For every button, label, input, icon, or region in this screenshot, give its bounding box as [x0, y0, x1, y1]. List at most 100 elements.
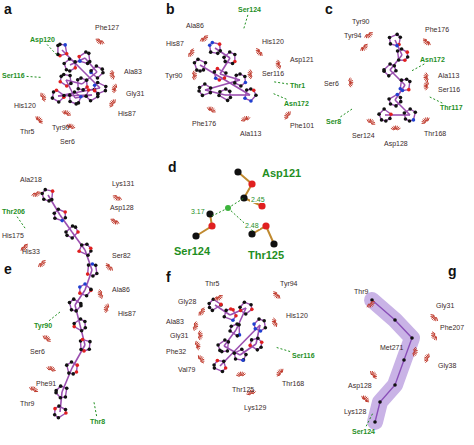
ligand-bond [372, 300, 412, 422]
ligand-atom [89, 288, 93, 292]
hbond-line [366, 414, 372, 426]
ligand-atom [73, 90, 77, 94]
hydrophobic-contact [202, 36, 205, 38]
ligand-atom [57, 416, 61, 420]
hydrophobic-contact [114, 85, 116, 88]
ligand-atom [388, 62, 392, 66]
ligand-atom [77, 55, 81, 59]
residue-label: Phe101 [290, 122, 314, 129]
ligand-atom [40, 192, 44, 196]
hydrophobic-contact [192, 74, 193, 77]
residue-label: Ser6 [324, 80, 339, 87]
residue-label: Phe176 [425, 26, 449, 33]
hydrophobic-contact [110, 75, 113, 77]
hydrophobic-contact [37, 120, 39, 123]
residue-atom [192, 232, 199, 239]
residue-label: Ala86 [186, 22, 204, 29]
hydrophobic-contact [424, 78, 427, 79]
hydrophobic-contact [259, 50, 261, 53]
hydrophobic-contact [429, 42, 430, 45]
hbond-line [430, 97, 443, 103]
residue-label: Ser8 [326, 118, 341, 125]
ligand-atom [57, 100, 61, 104]
ligand-atom [232, 351, 236, 355]
ligand-atom [382, 107, 386, 111]
hydrophobic-contact [199, 332, 202, 334]
ligand-atom [223, 338, 227, 342]
ligand-atom [88, 340, 92, 344]
ligand-atom [252, 89, 256, 93]
residue-label: Gly28 [178, 298, 196, 305]
residue-label: Ala218 [20, 176, 42, 183]
hydrophobic-contact [29, 387, 31, 390]
ligand-atom [63, 43, 67, 47]
ligand-atom [85, 78, 89, 82]
ligand-atom [104, 89, 108, 93]
ligand-atom [243, 300, 247, 304]
ligand-atom [233, 81, 237, 85]
hydrophobic-contact [370, 304, 371, 307]
hydrophobic-contact [119, 197, 120, 200]
ligand-atom [79, 317, 83, 321]
ligand-atom [370, 298, 374, 302]
ligand-atom [388, 117, 392, 121]
hydrophobic-contact [362, 45, 365, 47]
hydrophobic-contact [214, 297, 216, 300]
ligand-atom [43, 188, 47, 192]
hydrophobic-contact [369, 122, 372, 124]
hydrophobic-contact [414, 349, 417, 351]
residue-label: Lys128 [344, 408, 366, 415]
hydrophobic-contact [104, 310, 107, 312]
ligand-atom [400, 47, 404, 51]
ligand-atom [253, 327, 257, 331]
hydrophobic-contact [104, 309, 107, 310]
ligand-atom [78, 285, 82, 289]
ligand-atom [254, 94, 258, 98]
hydrophobic-contact [199, 359, 201, 362]
residue-atom [208, 222, 215, 229]
ligand-atom [248, 344, 252, 348]
hydrophobic-contact [106, 304, 108, 307]
ligand-atom [222, 360, 226, 364]
hydrophobic-contact [349, 84, 351, 87]
residue-label: Met271 [380, 344, 403, 351]
hydrophobic-contact [190, 53, 192, 56]
ligand-atom [243, 75, 247, 79]
ligand-atom [53, 216, 57, 220]
ligand-atom [389, 42, 393, 46]
ligand-ring [214, 69, 226, 80]
residue-atom [206, 210, 213, 217]
ligand-atom [242, 358, 246, 362]
ligand-atom [410, 336, 414, 340]
ligand-atom [224, 366, 228, 370]
hydrophobic-contact [41, 96, 43, 99]
ligand-bond [72, 232, 85, 250]
ligand-atom [393, 383, 397, 387]
ligand-atom [217, 94, 221, 98]
ligand-atom [70, 308, 74, 312]
hydrophobic-contact [279, 369, 281, 372]
residue-label: Tyr94 [344, 32, 362, 39]
ligand-ring [70, 299, 81, 311]
residue-label: Asp120 [30, 36, 55, 43]
ligand-atom [378, 400, 382, 404]
ligand-atom [65, 84, 69, 88]
hydrophobic-contact [32, 193, 34, 196]
hydrophobic-contact [363, 399, 366, 401]
ligand-atom [52, 211, 56, 215]
hbond-line [49, 312, 60, 321]
ligand-atom [74, 309, 78, 313]
ligand-atom [395, 44, 399, 48]
residue-atom [270, 240, 277, 247]
ligand-atom [77, 249, 81, 253]
hbond-line [274, 82, 288, 84]
hydrophobic-contact [212, 110, 215, 111]
hydrophobic-contact [49, 369, 52, 371]
ligand-atom [79, 302, 83, 306]
ligand-atom [196, 58, 200, 62]
ligand-atom [204, 61, 208, 65]
hydrophobic-contact [276, 374, 279, 375]
ligand-atom [399, 96, 403, 100]
panel-letter: a [4, 2, 12, 16]
